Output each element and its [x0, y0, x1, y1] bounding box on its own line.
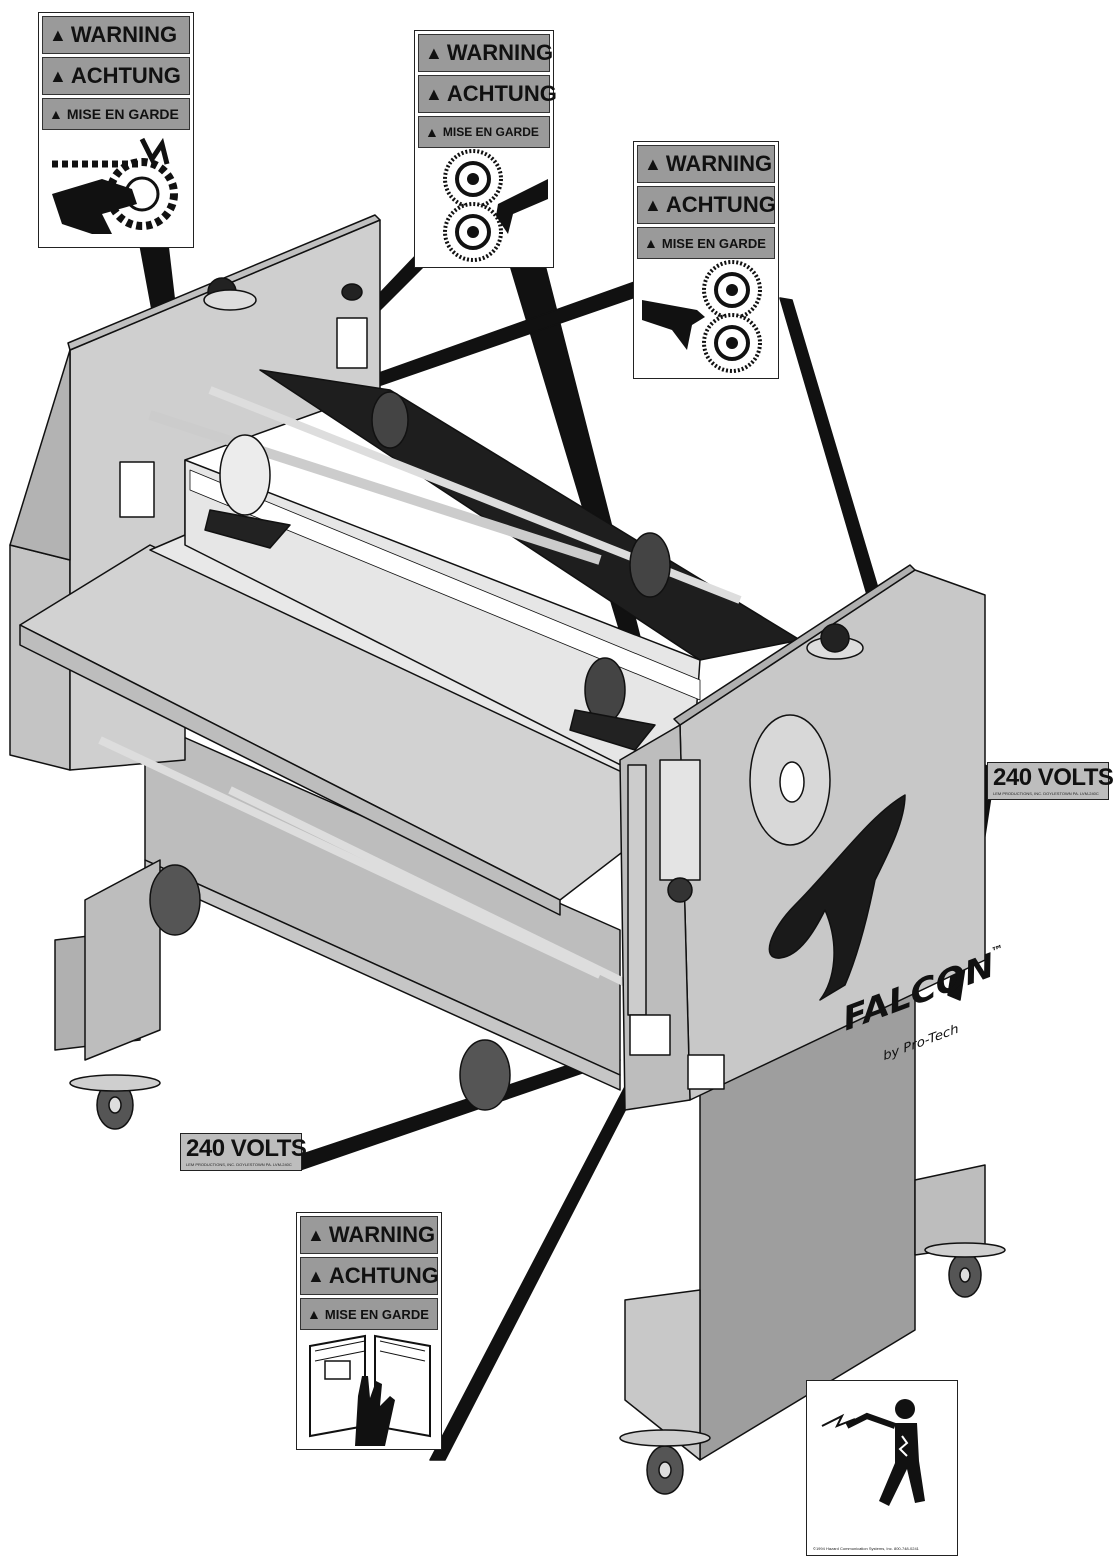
achtung-band: ▲ACHTUNG	[300, 1257, 439, 1295]
warning-band: ▲WARNING	[418, 34, 554, 72]
mise-en-garde-band: ▲MISE EN GARDE	[637, 227, 775, 259]
casters	[69, 1074, 1006, 1495]
achtung-text: ACHTUNG	[328, 1263, 439, 1288]
warning-text: WARNING	[446, 40, 554, 65]
chain-pinch-icon	[52, 137, 178, 234]
achtung-text: ACHTUNG	[70, 63, 181, 88]
mise-en-garde-band: ▲MISE EN GARDE	[42, 98, 190, 130]
warning-text: WARNING	[328, 1222, 436, 1247]
roller-assembly	[98, 369, 801, 1111]
warning-text: WARNING	[70, 22, 178, 47]
warning-triangle-icon: ▲	[644, 194, 662, 215]
mise-en-garde-text: MISE EN GARDE	[324, 1306, 429, 1322]
trademark-mark: ™	[990, 941, 1005, 960]
warning-triangle-icon: ▲	[49, 106, 63, 122]
shock-label-copyright: ©1994 Hazard Communication Systems, Inc.…	[813, 1546, 919, 1551]
roller-pinch-icon	[642, 260, 762, 373]
achtung-text: ACHTUNG	[665, 192, 776, 217]
warning-triangle-icon: ▲	[425, 83, 443, 104]
electric-shock-icon	[821, 1399, 925, 1506]
mise-en-garde-text: MISE EN GARDE	[66, 106, 179, 122]
manual-read-icon	[309, 1334, 431, 1446]
voltage-fine-print: LEM PRODUCTIONS, INC. DOYLESTOWN PA. LVM…	[186, 1162, 292, 1167]
voltage-label-lower: 240 VOLTS LEM PRODUCTIONS, INC. DOYLESTO…	[180, 1133, 307, 1171]
roller-pinch-icon	[443, 149, 548, 262]
warning-label-rollers-top: ▲WARNING ▲ACHTUNG ▲MISE EN GARDE	[414, 30, 557, 268]
warning-triangle-icon: ▲	[644, 235, 658, 251]
warning-triangle-icon: ▲	[307, 1224, 325, 1245]
achtung-text: ACHTUNG	[446, 81, 557, 106]
warning-label-chain: ▲WARNING ▲ACHTUNG ▲MISE EN GARDE	[38, 12, 194, 248]
electric-shock-label: ©1994 Hazard Communication Systems, Inc.…	[806, 1380, 958, 1556]
mise-en-garde-text: MISE EN GARDE	[442, 125, 539, 139]
voltage-text: 240 VOLTS	[186, 1135, 307, 1162]
mise-en-garde-band: ▲MISE EN GARDE	[418, 116, 550, 148]
warning-label-rollers-right: ▲WARNING ▲ACHTUNG ▲MISE EN GARDE	[633, 141, 779, 379]
right-housing	[619, 564, 986, 1111]
achtung-band: ▲ACHTUNG	[637, 186, 776, 224]
mise-en-garde-band: ▲MISE EN GARDE	[300, 1298, 438, 1330]
mise-en-garde-text: MISE EN GARDE	[661, 235, 766, 251]
warning-band: ▲WARNING	[637, 145, 775, 183]
achtung-band: ▲ACHTUNG	[418, 75, 557, 113]
warning-band: ▲WARNING	[42, 16, 190, 54]
warning-triangle-icon: ▲	[644, 153, 662, 174]
warning-triangle-icon: ▲	[425, 42, 443, 63]
warning-triangle-icon: ▲	[49, 24, 67, 45]
voltage-text: 240 VOLTS	[993, 764, 1113, 791]
achtung-band: ▲ACHTUNG	[42, 57, 190, 95]
voltage-label-right: 240 VOLTS LEM PRODUCTIONS, INC. DOYLESTO…	[987, 762, 1113, 800]
warning-triangle-icon: ▲	[307, 1306, 321, 1322]
warning-triangle-icon: ▲	[49, 65, 67, 86]
warning-triangle-icon: ▲	[307, 1265, 325, 1286]
voltage-fine-print: LEM PRODUCTIONS, INC. DOYLESTOWN PA. LVM…	[993, 791, 1099, 796]
warning-text: WARNING	[665, 151, 773, 176]
warning-band: ▲WARNING	[300, 1216, 438, 1254]
warning-triangle-icon: ▲	[425, 124, 439, 140]
warning-label-manual: ▲WARNING ▲ACHTUNG ▲MISE EN GARDE	[296, 1212, 442, 1450]
